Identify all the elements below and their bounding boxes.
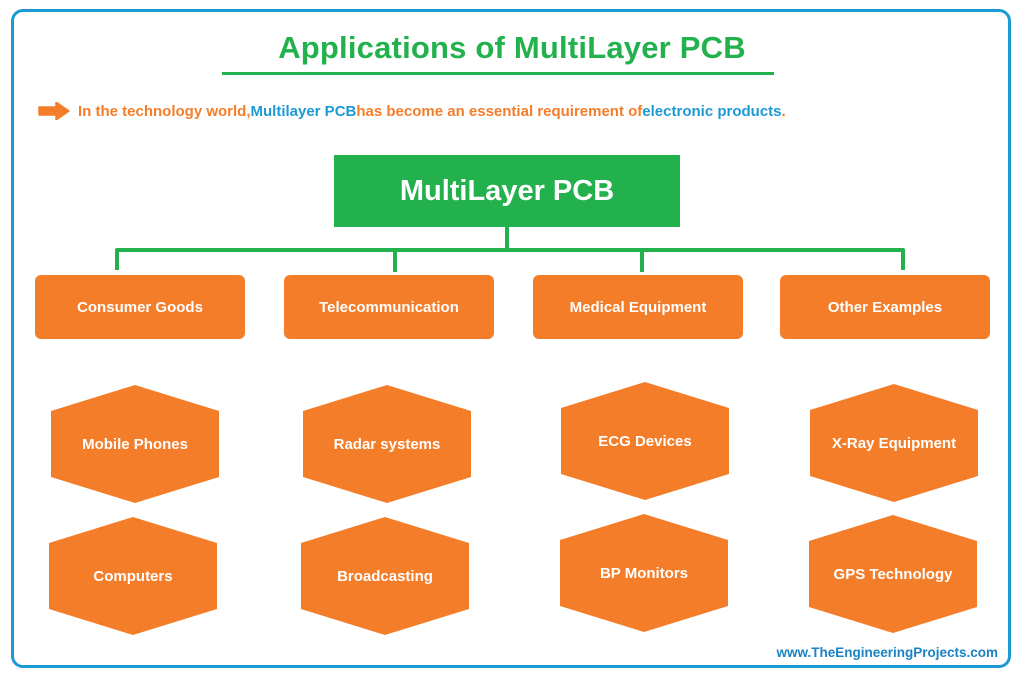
connector-bar (115, 248, 905, 270)
title-underline (222, 72, 774, 75)
category-consumer-goods: Consumer Goods (35, 275, 245, 339)
root-node-multilayer-pcb: MultiLayer PCB (334, 155, 680, 227)
example-mobile-phones: Mobile Phones (51, 385, 219, 503)
intro-highlight-multilayer: Multilayer PCB (250, 102, 357, 120)
intro-highlight-electronic: electronic products (642, 102, 782, 120)
intro-text-3: . (781, 102, 786, 120)
example-ecg-devices: ECG Devices (561, 382, 729, 500)
intro-text-1: In the technology world, (78, 102, 251, 120)
category-other-examples: Other Examples (780, 275, 990, 339)
category-medical-equipment: Medical Equipment (533, 275, 743, 339)
example-gps-technology: GPS Technology (809, 515, 977, 633)
example-x-ray-equipment: X-Ray Equipment (810, 384, 978, 502)
example-bp-monitors: BP Monitors (560, 514, 728, 632)
website-footer: www.TheEngineeringProjects.com (776, 645, 998, 660)
diagram-title: Applications of MultiLayer PCB (278, 30, 746, 65)
category-telecommunication: Telecommunication (284, 275, 494, 339)
example-broadcasting: Broadcasting (301, 517, 469, 635)
example-computers: Computers (49, 517, 217, 635)
example-radar-systems: Radar systems (303, 385, 471, 503)
arrow-right-icon (38, 102, 70, 120)
intro-text-2: has become an essential requirement of (356, 102, 643, 120)
diagram-frame (11, 9, 1011, 668)
intro-sentence: In the technology world, Multilayer PCB … (38, 101, 786, 121)
